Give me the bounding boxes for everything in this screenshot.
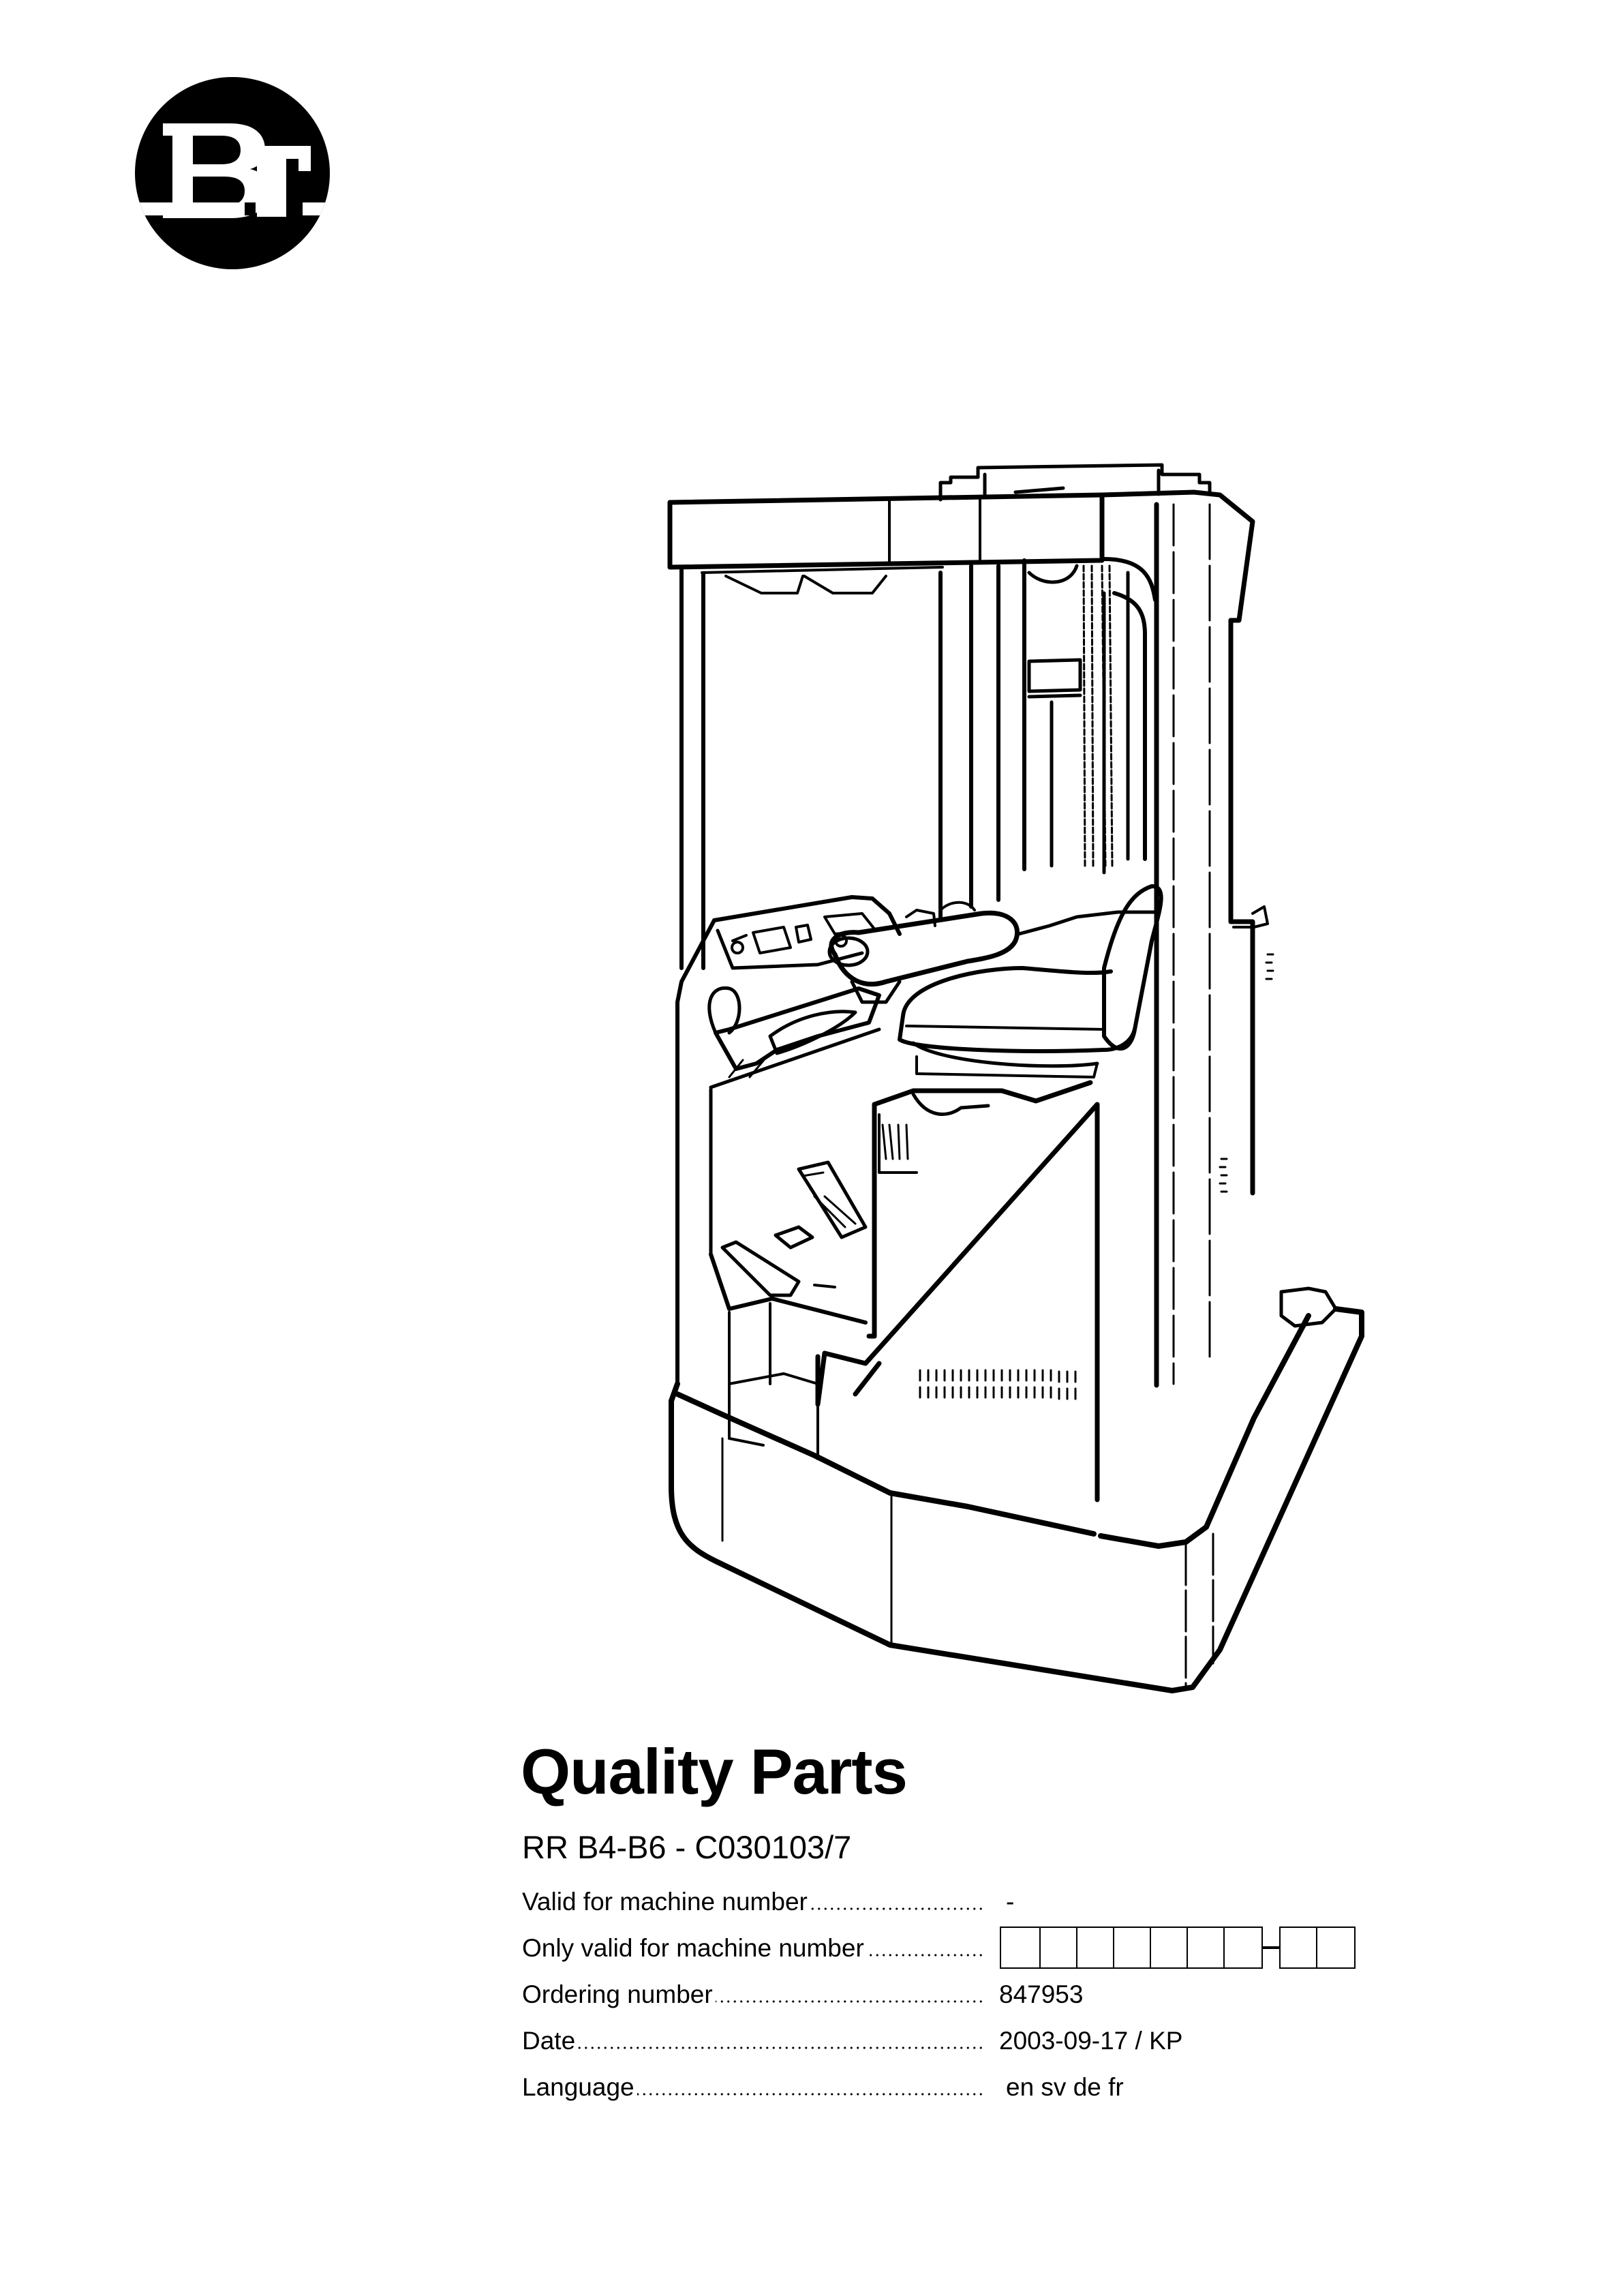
- digit-box: [1077, 1928, 1114, 1967]
- spec-label: Only valid for machine number: [522, 1933, 984, 1963]
- document-title: Quality Parts: [521, 1736, 908, 1807]
- chassis-base: [669, 1286, 1364, 1693]
- bt-logo: [134, 76, 331, 270]
- cab-posts: [938, 564, 1000, 919]
- battery-step: [872, 1080, 1093, 1339]
- side-panel: [815, 1102, 1100, 1502]
- side-marks: [1219, 953, 1274, 1193]
- spec-row-only-valid-machine-number: Only valid for machine number: [522, 1927, 1408, 1980]
- spec-row-valid-machine-number: Valid for machine number -: [522, 1887, 1408, 1933]
- dotted-leader: [522, 2000, 984, 2003]
- digit-box: [1225, 1928, 1261, 1967]
- document-subtitle: RR B4-B6 - C030103/7: [522, 1829, 852, 1865]
- spec-label: Valid for machine number: [522, 1887, 984, 1917]
- digit-box: [1114, 1928, 1151, 1967]
- roof-top-box: [938, 463, 1212, 502]
- spec-value: en sv de fr: [1006, 2073, 1124, 2101]
- spec-value: 2003-09-17 / KP: [999, 2027, 1183, 2055]
- right-column: [1154, 502, 1269, 1388]
- digit-box: [1188, 1928, 1225, 1967]
- floor-pedals: [720, 1160, 868, 1297]
- box-separator-dash: [1263, 1946, 1279, 1949]
- digit-box: [1151, 1928, 1188, 1967]
- lift-chains: [1082, 564, 1114, 867]
- left-side-pocket: [707, 986, 881, 1256]
- digit-box: [1001, 1928, 1041, 1967]
- front-left-post: [679, 565, 944, 970]
- spec-label: Language: [522, 2072, 984, 2102]
- mast: [1022, 558, 1147, 875]
- spec-table: Valid for machine number - Only valid fo…: [522, 1887, 1408, 2119]
- spec-row-date: Date 2003-09-17 / KP: [522, 2026, 1408, 2072]
- vent-slots: [919, 1369, 1077, 1400]
- operator-seat: [898, 884, 1163, 1078]
- machine-number-box-group-main: [1000, 1927, 1263, 1969]
- bt-logo-icon: [135, 77, 330, 269]
- spec-value: 847953: [999, 1980, 1084, 2008]
- cab-floor: [709, 1252, 868, 1440]
- dotted-leader: [522, 2093, 984, 2096]
- overhead-guard: [667, 489, 1255, 623]
- control-armrest: [827, 901, 1161, 1004]
- digit-box: [1281, 1928, 1317, 1967]
- spec-value: -: [1006, 1888, 1015, 1916]
- spec-row-language: Language en sv de fr: [522, 2072, 1408, 2119]
- dotted-leader: [522, 2046, 984, 2049]
- spec-label: Date: [522, 2026, 984, 2056]
- spec-label: Ordering number: [522, 1980, 984, 2010]
- forklift-illustration: [667, 463, 1364, 1693]
- machine-number-boxes: [1000, 1927, 1356, 1969]
- digit-box: [1317, 1928, 1354, 1967]
- digit-box: [1041, 1928, 1077, 1967]
- machine-number-box-group-suffix: [1279, 1927, 1356, 1969]
- spec-row-ordering-number: Ordering number 847953: [522, 1980, 1408, 2026]
